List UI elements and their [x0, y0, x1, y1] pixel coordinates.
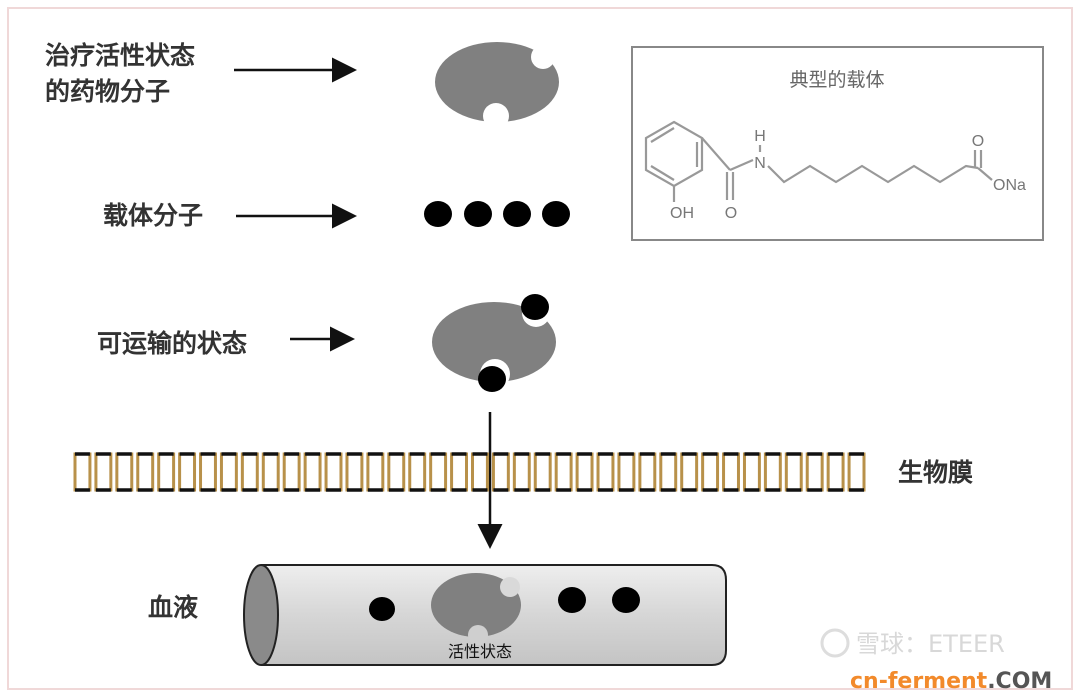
- watermark-text2: cn-ferment: [850, 669, 988, 694]
- watermark-logo: 雪球：ETEER cn-ferment.COM: [820, 628, 1052, 694]
- membrane-unit: [303, 452, 322, 492]
- watermark-site: cn-ferment.COM: [850, 669, 1052, 694]
- membrane-unit: [450, 452, 469, 492]
- membrane-unit: [219, 452, 238, 492]
- membrane-unit: [659, 452, 678, 492]
- membrane-unit: [282, 452, 301, 492]
- active-drug: [431, 573, 521, 645]
- membrane-unit: [345, 452, 364, 492]
- membrane-unit: [680, 452, 699, 492]
- membrane-label: 生物膜: [898, 458, 973, 487]
- membrane-unit: [366, 452, 385, 492]
- svg-text:OH: OH: [670, 205, 694, 222]
- membrane-unit: [261, 452, 280, 492]
- membrane-unit: [408, 452, 427, 492]
- membrane-unit: [554, 452, 573, 492]
- membrane-unit: [742, 452, 761, 492]
- membrane-unit: [575, 452, 594, 492]
- membrane-unit: [471, 452, 489, 492]
- svg-text:ONa: ONa: [993, 177, 1026, 194]
- membrane-unit: [387, 452, 406, 492]
- membrane-unit: [429, 452, 448, 492]
- carrier-molecules: [424, 201, 570, 227]
- membrane-unit: [617, 452, 636, 492]
- membrane-unit: [199, 452, 217, 492]
- membrane-unit: [826, 452, 845, 492]
- carrier-in-blood: [558, 587, 586, 613]
- carrier-in-blood: [612, 587, 640, 613]
- typical-carrier-box: 典型的载体 H N O ONa OH O: [631, 46, 1044, 241]
- membrane-unit: [157, 452, 176, 492]
- chemical-structure: [644, 120, 993, 202]
- membrane-unit: [638, 452, 657, 492]
- svg-text:N: N: [754, 155, 766, 172]
- svg-text:O: O: [972, 133, 984, 150]
- membrane-unit: [784, 452, 803, 492]
- watermark-text3: .COM: [987, 669, 1052, 694]
- membrane-unit: [178, 452, 197, 492]
- drug-label-line1: 治疗活性状态: [45, 41, 195, 70]
- membrane-unit: [324, 452, 343, 492]
- chem-box-title: 典型的载体: [789, 69, 884, 91]
- membrane-unit: [847, 452, 866, 492]
- biological-membrane: [73, 452, 866, 492]
- membrane-unit: [94, 452, 113, 492]
- membrane-unit: [73, 452, 92, 492]
- drug-carrier-complex: [432, 294, 556, 392]
- blood-vessel: [243, 564, 727, 666]
- membrane-unit: [722, 452, 740, 492]
- membrane-unit: [533, 452, 552, 492]
- membrane-unit: [115, 452, 134, 492]
- membrane-unit: [701, 452, 720, 492]
- svg-text:O: O: [725, 205, 737, 222]
- membrane-unit: [596, 452, 615, 492]
- svg-text:H: H: [754, 128, 766, 145]
- membrane-unit: [805, 452, 824, 492]
- membrane-unit: [491, 452, 510, 492]
- carrier-label: 载体分子: [103, 201, 203, 230]
- carrier-in-blood: [369, 597, 395, 621]
- blood-label: 血液: [148, 593, 198, 622]
- transport-label: 可运输的状态: [97, 329, 247, 358]
- drug-molecule: [435, 42, 559, 129]
- active-state-label: 活性状态: [448, 642, 512, 661]
- membrane-unit: [512, 452, 531, 492]
- membrane-unit: [763, 452, 782, 492]
- drug-label-line2: 的药物分子: [45, 77, 170, 106]
- watermark-text1: 雪球：ETEER: [856, 630, 1005, 658]
- membrane-unit: [136, 452, 155, 492]
- membrane-unit: [240, 452, 259, 492]
- frame-border: [7, 7, 1073, 690]
